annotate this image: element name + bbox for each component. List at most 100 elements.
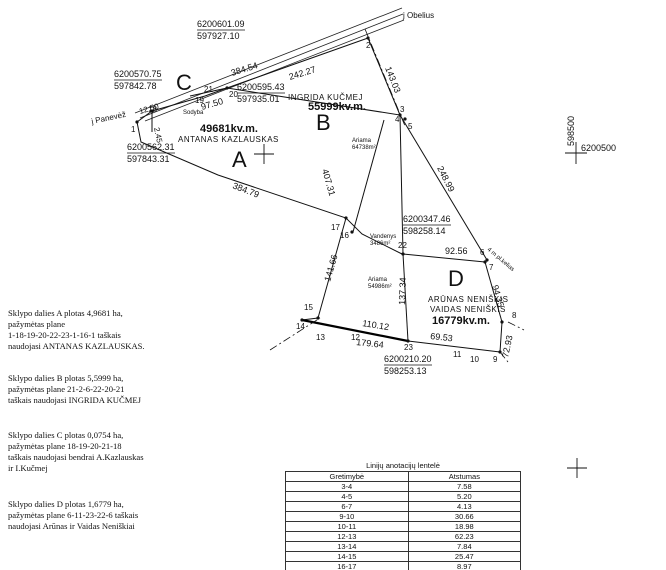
table-header: Atstumas bbox=[407, 471, 522, 482]
part-d-description: Sklypo dalies D plotas 1,6779 ha, pažymė… bbox=[8, 499, 139, 531]
parcel-boundaries bbox=[136, 37, 503, 353]
grid-coordinate-e: 6200500 bbox=[581, 143, 616, 153]
point-14: 14 bbox=[296, 322, 305, 331]
point-7: 7 bbox=[489, 263, 494, 272]
zone-b-area: 55999kv.m. bbox=[308, 101, 366, 113]
coordinate-label: 6200595.43 597935.01 bbox=[237, 82, 285, 104]
svg-text:6200210.20: 6200210.20 bbox=[384, 354, 432, 364]
point-4: 4 bbox=[395, 115, 400, 124]
point-10: 10 bbox=[470, 355, 479, 364]
point-15: 15 bbox=[304, 303, 313, 312]
point-13: 13 bbox=[316, 333, 325, 342]
land-use-name: Vandenys bbox=[370, 234, 396, 240]
point-22: 22 bbox=[398, 241, 407, 250]
distance-label: 110.12 bbox=[362, 318, 390, 332]
point-2: 2 bbox=[366, 41, 371, 50]
point-9: 9 bbox=[493, 355, 498, 364]
svg-text:598258.14: 598258.14 bbox=[403, 226, 446, 236]
point-1: 1 bbox=[131, 125, 136, 134]
svg-text:597927.10: 597927.10 bbox=[197, 31, 240, 41]
point-12: 12 bbox=[351, 333, 360, 342]
svg-text:597842.78: 597842.78 bbox=[114, 81, 157, 91]
zone-a-owner: ANTANAS KAZLAUSKAS bbox=[178, 135, 279, 144]
point-17: 17 bbox=[331, 223, 340, 232]
table-caption: Linijų anotacijų lentelė bbox=[366, 460, 440, 470]
grid-coordinate-n: 598500 bbox=[566, 116, 576, 146]
distance-label: 137.34 bbox=[397, 277, 408, 305]
zone-d-owner-2: VAIDAS NENIŠKIS bbox=[430, 305, 506, 314]
svg-text:597843.31: 597843.31 bbox=[127, 154, 170, 164]
distance-label: 72.93 bbox=[500, 334, 514, 358]
point-23: 23 bbox=[404, 343, 413, 352]
road-label-top: j Obelius bbox=[402, 11, 434, 20]
distance-label: 2.45 bbox=[152, 127, 164, 145]
point-11: 11 bbox=[453, 350, 462, 359]
svg-text:6200595.43: 6200595.43 bbox=[237, 82, 285, 92]
point-19: 19 bbox=[195, 96, 204, 105]
zone-b-label: B bbox=[316, 110, 331, 135]
small-building-label: Sodyba bbox=[183, 110, 204, 116]
svg-text:6200601.09: 6200601.09 bbox=[197, 19, 245, 29]
land-use-area: 3486m² bbox=[370, 241, 390, 247]
land-use-name: Ariama bbox=[368, 277, 388, 283]
road-obelius bbox=[134, 7, 405, 122]
distance-label: 92.56 bbox=[445, 246, 468, 256]
coordinate-label: 6200562.31 597843.31 bbox=[127, 142, 175, 164]
coordinate-label: 6200570.75 597842.78 bbox=[114, 69, 162, 91]
distance-label: 384.79 bbox=[231, 181, 260, 200]
coordinate-label: 6200601.09 597927.10 bbox=[197, 19, 245, 41]
distance-label: 242.27 bbox=[288, 64, 317, 82]
svg-text:6200347.46: 6200347.46 bbox=[403, 214, 451, 224]
land-use-area: 64738m² bbox=[352, 145, 376, 151]
svg-text:598253.13: 598253.13 bbox=[384, 366, 427, 376]
zone-d-area: 16779kv.m. bbox=[432, 315, 490, 327]
zone-b-owner: INGRIDA KUČMEJ bbox=[288, 93, 363, 102]
distance-label: 69.53 bbox=[430, 331, 453, 343]
heavy-boundary bbox=[301, 318, 409, 343]
svg-text:597935.01: 597935.01 bbox=[237, 94, 280, 104]
line-annotation-table: Linijų anotacijų lentelė Gretimybė Atstu… bbox=[285, 460, 522, 570]
distance-label: 407.31 bbox=[320, 168, 337, 197]
point-5: 5 bbox=[408, 122, 413, 131]
coordinate-label: 6200210.20 598253.13 bbox=[384, 354, 432, 376]
grid-cross-marker bbox=[254, 142, 587, 478]
point-markers bbox=[135, 36, 504, 354]
zone-d-label: D bbox=[448, 266, 464, 291]
distance-label: 179.64 bbox=[356, 337, 384, 350]
point-3: 3 bbox=[400, 105, 405, 114]
distance-label: 141.66 bbox=[322, 253, 339, 282]
part-c-description: Sklypo dalies C plotas 0,0754 ha, pažymė… bbox=[8, 430, 144, 473]
point-21: 21 bbox=[204, 85, 213, 94]
dash-dot-lines bbox=[269, 28, 525, 363]
land-use-name: Ariama bbox=[352, 138, 372, 144]
zone-a-area: 49681kv.m. bbox=[200, 123, 258, 135]
land-use-area: 54986m² bbox=[368, 284, 392, 290]
part-a-description: Sklypo dalies A plotas 4,9681 ha, pažymė… bbox=[8, 308, 145, 351]
distance-label: 384.54 bbox=[230, 60, 259, 78]
table-header: Gretimybė bbox=[285, 471, 409, 482]
zone-c-label: C bbox=[176, 70, 192, 95]
point-8: 8 bbox=[512, 311, 517, 320]
road-label-left: j Panevėž bbox=[90, 110, 127, 126]
zone-d-owner-1: ARŪNAS NENIŠKIS bbox=[428, 295, 508, 304]
point-18: 18 bbox=[148, 105, 157, 114]
part-b-description: Sklypo dalies B plotas 5,5999 ha, pažymė… bbox=[8, 373, 141, 405]
point-6: 6 bbox=[480, 248, 485, 257]
zone-a-label: A bbox=[232, 147, 247, 172]
point-20: 20 bbox=[229, 90, 238, 99]
point-16: 16 bbox=[340, 231, 349, 240]
coordinate-label: 6200347.46 598258.14 bbox=[403, 214, 451, 236]
svg-text:6200570.75: 6200570.75 bbox=[114, 69, 162, 79]
svg-text:6200562.31: 6200562.31 bbox=[127, 142, 175, 152]
